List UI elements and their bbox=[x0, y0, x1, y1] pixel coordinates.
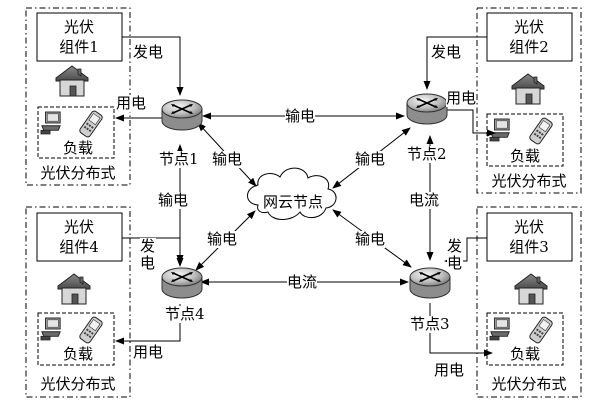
station-type-label-bl: 光伏分布式 bbox=[40, 375, 116, 393]
pv-module-box-4 bbox=[36, 212, 123, 262]
pv-module-box-2 bbox=[486, 12, 573, 62]
node-label-3: 节点3 bbox=[410, 315, 450, 333]
house-icon bbox=[57, 273, 91, 305]
edge-label-n2-cloud: 输电 bbox=[355, 150, 386, 168]
cloud-node-label: 网云节点 bbox=[262, 193, 324, 211]
load-box-tr bbox=[486, 113, 564, 167]
phone-icon bbox=[78, 316, 104, 344]
edge-label-n4-n3: 电流 bbox=[287, 273, 318, 291]
load-box-br bbox=[486, 312, 564, 366]
node-label-2: 节点2 bbox=[407, 145, 447, 163]
edge-label-gen-tl: 发电 bbox=[133, 43, 164, 61]
load-box-tl bbox=[37, 106, 115, 159]
edge-label-n1-cloud: 输电 bbox=[212, 150, 243, 168]
load-label-bl: 负载 bbox=[62, 345, 94, 363]
computer-icon bbox=[40, 317, 61, 341]
router-icon-node3 bbox=[409, 267, 451, 299]
router-icon-node1 bbox=[161, 99, 203, 131]
router-icon-node2 bbox=[406, 93, 448, 125]
load-box-bl bbox=[37, 312, 115, 366]
house-icon bbox=[514, 273, 548, 305]
phone-icon bbox=[528, 316, 554, 344]
load-label-tl: 负载 bbox=[62, 139, 94, 157]
cloud-node-shape bbox=[247, 167, 337, 220]
router-icon-node4 bbox=[161, 267, 203, 299]
edge-label-n1-n4: 输电 bbox=[158, 191, 189, 209]
pv-module-box-3 bbox=[486, 212, 573, 262]
edge-label-n1-n2: 输电 bbox=[285, 107, 316, 125]
phone-icon bbox=[528, 117, 554, 145]
edge-label-n3-cloud: 输电 bbox=[355, 230, 386, 248]
station-type-label-tr: 光伏分布式 bbox=[491, 172, 567, 190]
edge-label-use-bl: 用电 bbox=[133, 343, 164, 361]
computer-icon bbox=[489, 317, 510, 341]
edge-label-use-br: 用电 bbox=[434, 361, 465, 379]
computer-icon bbox=[40, 111, 61, 135]
computer-icon bbox=[489, 118, 510, 142]
pv-module-label-3: 光伏 组件3 bbox=[509, 218, 549, 256]
house-icon bbox=[55, 65, 89, 97]
house-icon bbox=[511, 73, 545, 105]
edge-label-gen-br: 发电 bbox=[447, 237, 463, 272]
load-label-br: 负载 bbox=[509, 345, 541, 363]
phone-icon bbox=[78, 110, 104, 138]
node-label-1: 节点1 bbox=[159, 150, 199, 168]
pv-module-label-2: 光伏 组件2 bbox=[509, 18, 549, 56]
edge-label-gen-bl: 发电 bbox=[140, 237, 156, 272]
station-type-label-tl: 光伏分布式 bbox=[40, 164, 116, 182]
edge-label-n2-n3: 电流 bbox=[409, 191, 440, 209]
edge-label-gen-tr: 发电 bbox=[431, 43, 462, 61]
edge-label-use-tr: 用电 bbox=[446, 89, 477, 107]
pv-module-box-1 bbox=[36, 12, 123, 62]
node-label-4: 节点4 bbox=[165, 305, 205, 323]
station-type-label-br: 光伏分布式 bbox=[491, 375, 567, 393]
edge-label-use-tl: 用电 bbox=[116, 94, 147, 112]
edge-label-n4-cloud: 输电 bbox=[207, 230, 238, 248]
station-box-bl bbox=[25, 206, 131, 398]
station-box-tr bbox=[476, 7, 582, 194]
pv-module-label-4: 光伏 组件4 bbox=[59, 218, 99, 256]
load-label-tr: 负载 bbox=[509, 147, 541, 165]
pv-module-label-1: 光伏 组件1 bbox=[59, 18, 99, 56]
station-box-br bbox=[476, 206, 582, 398]
